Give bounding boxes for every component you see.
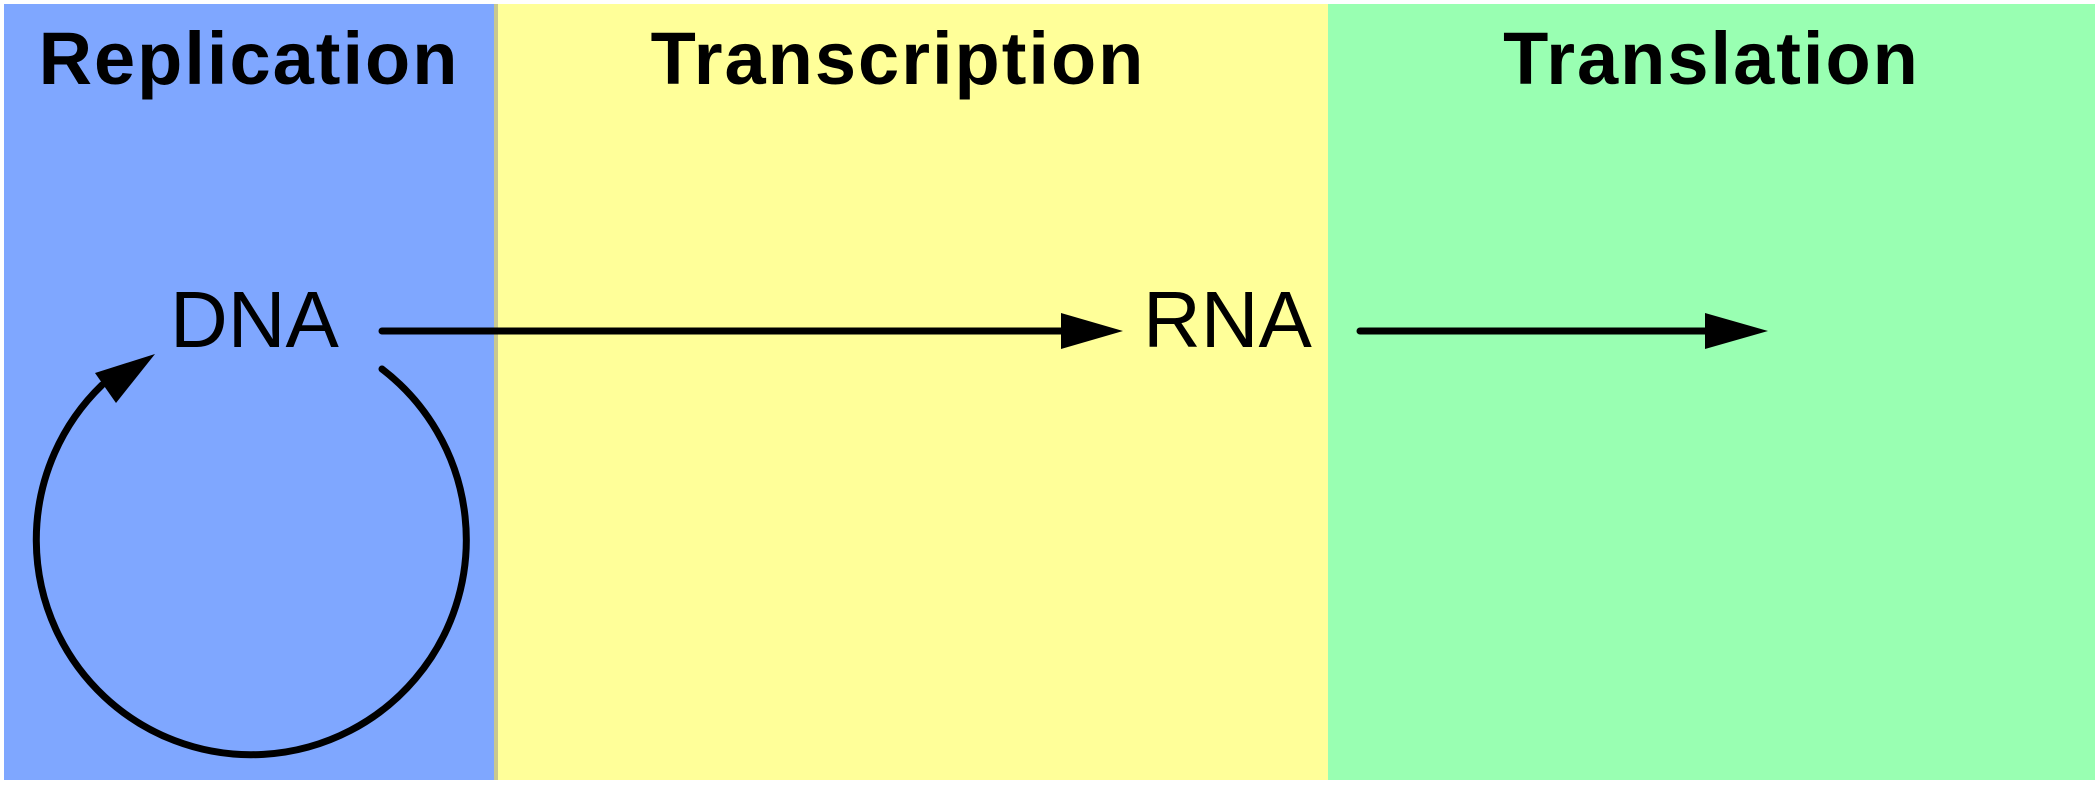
replication-arrowhead [95,354,155,403]
rna-label: RNA [1143,275,1312,364]
replication-cycle-arc [32,365,470,759]
replication-title: Replication [38,17,460,100]
translation-title: Translation [1503,17,1920,100]
translation-panel [1328,4,2095,780]
transcription-arrowhead [1061,313,1123,349]
transcription-panel [498,4,1328,780]
transcription-title: Transcription [650,17,1146,100]
dna-label: DNA [170,275,339,364]
panel-divider [494,4,498,780]
translation-arrowhead [1705,313,1768,349]
